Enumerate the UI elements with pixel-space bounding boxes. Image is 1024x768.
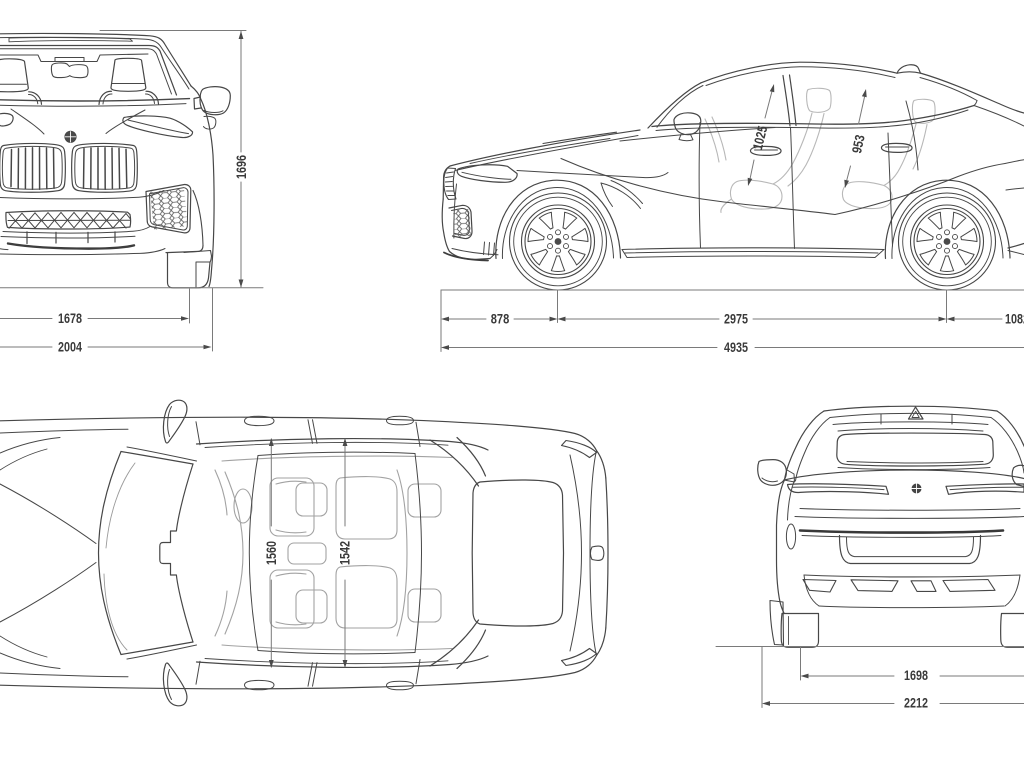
svg-text:2004: 2004 <box>58 339 82 354</box>
svg-text:1696: 1696 <box>234 155 249 179</box>
svg-text:2212: 2212 <box>904 696 928 711</box>
svg-text:1082: 1082 <box>1005 311 1024 326</box>
svg-text:2975: 2975 <box>724 311 748 326</box>
svg-text:4935: 4935 <box>724 340 748 355</box>
svg-text:878: 878 <box>491 311 510 326</box>
svg-text:1698: 1698 <box>904 668 928 683</box>
svg-text:1560: 1560 <box>264 541 279 565</box>
svg-text:953: 953 <box>849 133 868 155</box>
svg-text:1542: 1542 <box>338 541 353 565</box>
svg-text:1025: 1025 <box>750 124 770 151</box>
svg-text:1678: 1678 <box>58 311 82 326</box>
